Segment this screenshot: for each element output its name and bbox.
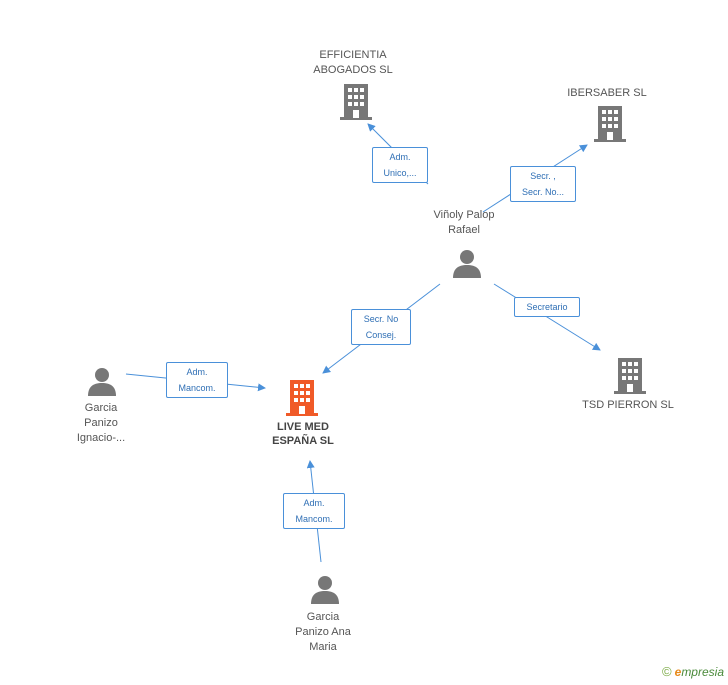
node-tsd-label[interactable]: TSD PIERRON SL	[582, 399, 674, 411]
building-icon[interactable]	[614, 358, 646, 394]
node-garcia-ignacio-label[interactable]: Garcia Panizo Ignacio-...	[76, 402, 126, 444]
node-efficientia-label[interactable]: EFFICIENTIA ABOGADOS SL	[313, 49, 393, 76]
empresia-credit[interactable]: ©empresia	[662, 664, 724, 679]
building-icon[interactable]	[340, 84, 372, 120]
person-icon[interactable]	[452, 248, 482, 278]
edge-label-vinoly-tsd[interactable]: Secretario	[514, 297, 580, 317]
edge-vinoly-tsd	[493, 283, 601, 351]
brand-initial: e	[674, 665, 682, 679]
person-icon[interactable]	[310, 574, 340, 604]
building-icon[interactable]	[286, 380, 318, 416]
node-garcia-ana-label[interactable]: Garcia Panizo Ana Maria	[295, 611, 351, 653]
edge-label-vinoly-ibersaber[interactable]: Secr. , Secr. No...	[510, 166, 576, 202]
person-icon[interactable]	[87, 366, 117, 396]
building-icon[interactable]	[594, 106, 626, 142]
edge-label-vinoly-main[interactable]: Secr. No Consej.	[351, 309, 411, 345]
brand-name: mpresia	[681, 665, 724, 679]
node-main-label[interactable]: LIVE MED ESPAÑA SL	[272, 421, 334, 447]
edge-label-ana-main[interactable]: Adm. Mancom.	[283, 493, 345, 529]
edge-label-vinoly-efficientia[interactable]: Adm. Unico,...	[372, 147, 428, 183]
node-vinoly-label[interactable]: Viñoly Palop Rafael	[433, 209, 495, 236]
copyright-icon: ©	[662, 664, 672, 679]
node-ibersaber-label[interactable]: IBERSABER SL	[567, 87, 647, 99]
edge-label-ignacio-main[interactable]: Adm. Mancom.	[166, 362, 228, 398]
